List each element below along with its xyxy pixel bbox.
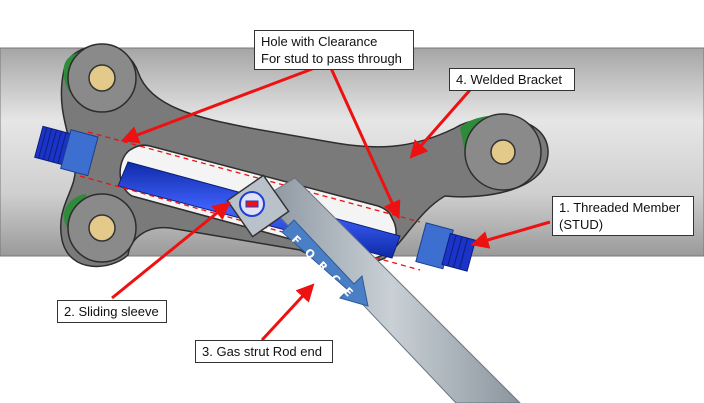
stud-left-end xyxy=(34,125,99,177)
callout-welded-bracket: 4. Welded Bracket xyxy=(449,68,575,91)
callout-rod-end-label: 3. Gas strut Rod end xyxy=(202,344,322,359)
stud-right-end xyxy=(415,222,477,272)
arrow-sleeve xyxy=(111,201,231,300)
callout-stud-line2: (STUD) xyxy=(559,217,604,232)
clearance-line-top xyxy=(87,131,421,223)
arrow-hole-left xyxy=(120,64,321,144)
arrow-hole-right xyxy=(328,65,401,220)
force-arrow xyxy=(281,219,369,307)
bushing-icon xyxy=(88,214,116,242)
callout-hole-clearance: Hole with Clearance For stud to pass thr… xyxy=(254,30,414,70)
arrow-stud xyxy=(470,220,551,249)
welded-bracket xyxy=(59,45,549,268)
arrow-rod-end xyxy=(260,283,315,342)
gas-strut-rod xyxy=(261,177,521,403)
callout-threaded-member: 1. Threaded Member (STUD) xyxy=(552,196,694,236)
callout-stud-line1: 1. Threaded Member xyxy=(559,200,681,215)
bushing-icon xyxy=(88,64,116,92)
callout-sleeve-label: 2. Sliding sleeve xyxy=(64,304,159,319)
callout-hole-line2: For stud to pass through xyxy=(261,51,402,66)
callout-hole-line1: Hole with Clearance xyxy=(261,34,378,49)
callout-rod-end: 3. Gas strut Rod end xyxy=(195,340,333,363)
callout-bracket-label: 4. Welded Bracket xyxy=(456,72,562,87)
rod-end-center-mark xyxy=(245,200,259,208)
bushing-icon xyxy=(490,139,516,165)
clearance-line-bottom xyxy=(79,175,421,271)
callout-sliding-sleeve: 2. Sliding sleeve xyxy=(57,300,167,323)
arrow-bracket xyxy=(409,89,472,159)
